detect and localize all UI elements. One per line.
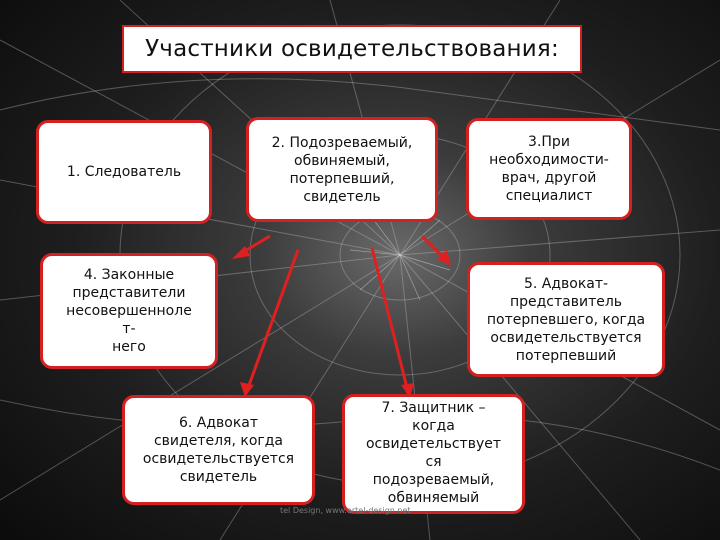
participant-box-victim-lawyer: 5. Адвокат- представитель потерпевшего, … xyxy=(467,262,665,377)
arrow-to-box-6 xyxy=(246,249,300,389)
participant-box-legal-representatives: 4. Законные представители несовершенноле… xyxy=(40,253,218,369)
diagram-title: Участники освидетельствования: xyxy=(122,25,582,73)
arrows xyxy=(232,234,451,398)
arrow-head-box-6 xyxy=(240,382,254,397)
participant-box-witness-lawyer: 6. Адвокат свидетеля, когда освидетельст… xyxy=(122,395,315,505)
participant-box-suspect: 2. Подозреваемый, обвиняемый, потерпевши… xyxy=(246,117,438,222)
participant-box-defender: 7. Защитник – когда освидетельствует ся … xyxy=(342,394,525,514)
defender-text: 7. Защитник – когда освидетельствует ся … xyxy=(365,400,502,506)
arrow-head-box-4 xyxy=(232,246,250,259)
participant-box-investigator: 1. Следователь xyxy=(36,120,212,224)
arrow-to-box-5 xyxy=(420,234,446,260)
watermark: tel Design, www.artel-design.net xyxy=(280,506,411,515)
arrow-to-box-7 xyxy=(370,247,409,389)
arrow-head-box-5 xyxy=(437,250,451,266)
participant-box-specialist: 3.При необходимости- врач, другой специа… xyxy=(466,118,632,220)
